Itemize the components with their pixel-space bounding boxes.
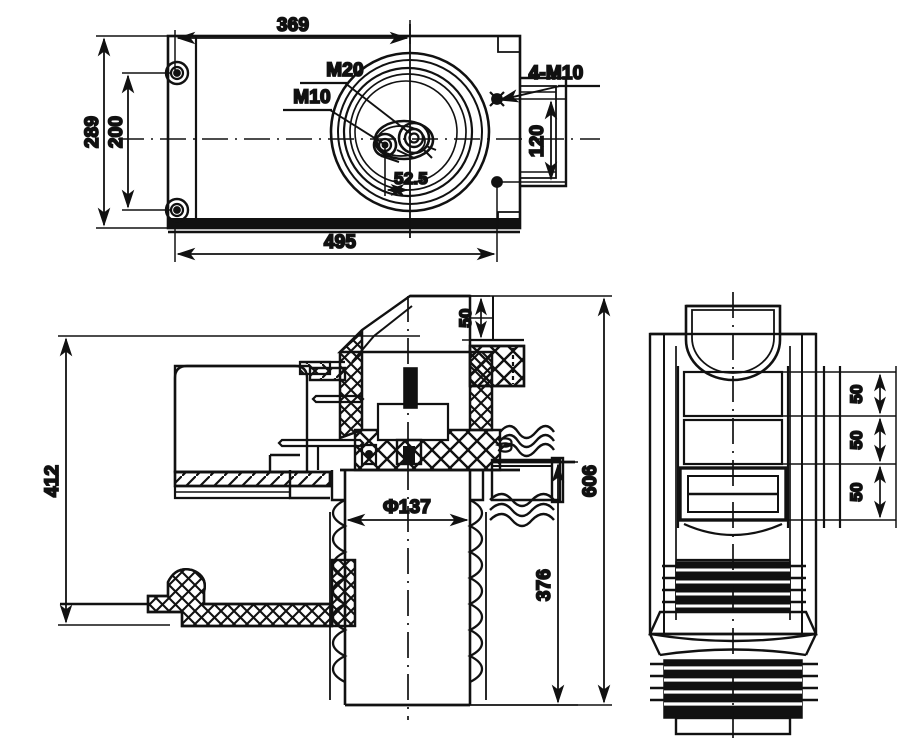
dim-50-side-b-label: 50 [847,430,866,449]
dim-369: 369 [174,14,411,70]
dim-50-front-label: 50 [456,308,475,327]
dim-dia137-label: Φ137 [383,497,431,518]
side-view: 50 50 50 [648,292,897,742]
dim-495-label: 495 [324,232,357,253]
leader-4-m10: 4-M10 [498,62,600,103]
side-panel-1 [682,370,784,418]
motor-housing [173,364,310,474]
dim-50-side-b: 50 [846,417,886,463]
dim-289: 289 [81,35,170,229]
left-skirt [173,470,330,500]
side-view-thread-upper [662,561,806,613]
dim-200: 200 [105,72,170,211]
lower-hook-arm [60,558,357,628]
label-4-m10: 4-M10 [529,63,584,84]
dim-50-side-a: 50 [846,373,886,415]
dim-52-5-label: 52.5 [394,169,428,188]
dim-50-side-a-label: 50 [847,384,866,403]
dim-52-5: 52.5 [384,148,429,196]
right-port-lower-thread [489,492,555,528]
dim-50-side-c-label: 50 [847,482,866,501]
label-m20: M20 [326,60,364,81]
dim-50-side-c: 50 [846,465,886,519]
dim-376: 376 [470,461,578,706]
right-port-thread [489,424,575,528]
label-m10: M10 [293,87,331,108]
tube-right-thread [467,498,487,700]
dim-412-label: 412 [42,465,63,497]
upper-left-flange [308,366,347,382]
side-view-thread-lower [650,659,818,736]
dim-289-label: 289 [82,116,103,148]
dim-50-side-group: 50 50 50 [782,366,897,528]
dim-495: 495 [174,186,498,262]
dim-412: 412 [41,335,420,626]
housing-base-hatch [173,470,332,488]
dim-369-label: 369 [277,15,309,36]
dim-606: 606 [470,295,612,706]
dim-376-label: 376 [534,569,555,601]
dim-120: 120 [497,98,566,183]
dim-606-label: 606 [580,465,601,497]
front-section-view: 412 606 376 50 Φ137 [41,294,612,720]
leader-m20: M20 [300,59,412,135]
leader-m10: M10 [283,86,385,145]
valve-body-section [337,294,526,472]
top-view-boss-group [372,119,437,163]
dim-50-front: 50 [455,295,490,341]
top-view: 369 495 289 200 120 [81,14,600,262]
dim-200-label: 200 [106,116,127,148]
dim-120-label: 120 [527,125,548,157]
dim-dia137: Φ137 [344,470,471,530]
